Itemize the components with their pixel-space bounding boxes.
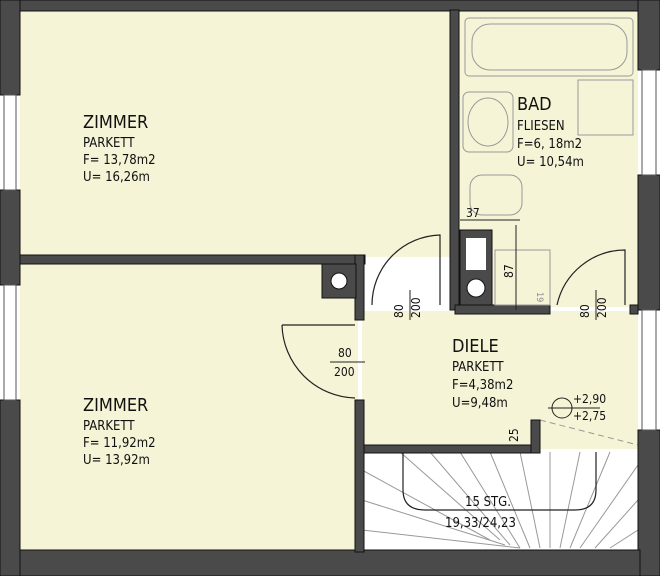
room-area: F=4,38m2 xyxy=(452,378,513,393)
room-floor: PARKETT xyxy=(83,136,135,151)
door-height: 200 xyxy=(595,297,609,318)
room-area: F= 11,92m2 xyxy=(83,436,156,451)
label-bad: BAD FLIESEN F=6, 18m2 U= 10,54m xyxy=(517,94,584,170)
room-floor: FLIESEN xyxy=(517,119,565,134)
room-perimeter: U= 13,92m xyxy=(83,453,150,468)
room-floor: PARKETT xyxy=(83,419,135,434)
small-dimension: 19 xyxy=(534,292,544,302)
cabinet xyxy=(577,79,634,136)
room-zimmer-bottom xyxy=(20,263,358,552)
room-perimeter: U= 16,26m xyxy=(83,170,150,185)
door-height: 200 xyxy=(334,365,355,379)
washbasin xyxy=(462,91,514,153)
room-name: ZIMMER xyxy=(83,112,148,133)
label-diele: DIELE PARKETT F=4,38m2 U=9,48m xyxy=(452,336,513,411)
windows xyxy=(3,69,657,431)
door-width: 80 xyxy=(578,304,592,318)
label-zimmer-bottom: ZIMMER PARKETT F= 11,92m2 U= 13,92m xyxy=(83,395,156,468)
level-lower: +2,75 xyxy=(573,409,606,423)
bathroom-fixtures xyxy=(462,17,634,306)
shaft xyxy=(466,238,486,270)
room-perimeter: U= 10,54m xyxy=(517,155,584,170)
room-name: BAD xyxy=(517,94,552,115)
stair-ratio: 19,33/24,23 xyxy=(445,516,516,531)
chimney-flue xyxy=(330,272,348,290)
shaft-depth: 87 xyxy=(502,264,516,278)
stair-steps xyxy=(361,419,639,549)
shaft-width: 37 xyxy=(466,206,480,220)
stair-step-count: 15 STG. xyxy=(465,495,511,510)
room-name: DIELE xyxy=(452,336,499,357)
label-zimmer-top: ZIMMER PARKETT F= 13,78m2 U= 16,26m xyxy=(83,112,156,185)
bathtub xyxy=(464,17,634,77)
room-area: F= 13,78m2 xyxy=(83,153,156,168)
door-width: 80 xyxy=(338,346,352,360)
toilet xyxy=(469,174,523,216)
chimney-flue xyxy=(466,278,486,298)
room-diele xyxy=(362,311,638,449)
doors xyxy=(281,234,626,399)
door-height: 200 xyxy=(409,297,423,318)
stair-walkline xyxy=(402,452,597,511)
room-perimeter: U=9,48m xyxy=(452,396,508,411)
room-area: F=6, 18m2 xyxy=(517,137,582,152)
room-name: ZIMMER xyxy=(83,395,148,416)
step-dimension: 25 xyxy=(507,428,521,442)
level-marker-icon xyxy=(551,397,573,419)
door-width: 80 xyxy=(392,304,406,318)
room-floor: PARKETT xyxy=(452,360,504,375)
room-zimmer-top xyxy=(20,10,452,257)
level-upper: +2,90 xyxy=(573,392,606,406)
